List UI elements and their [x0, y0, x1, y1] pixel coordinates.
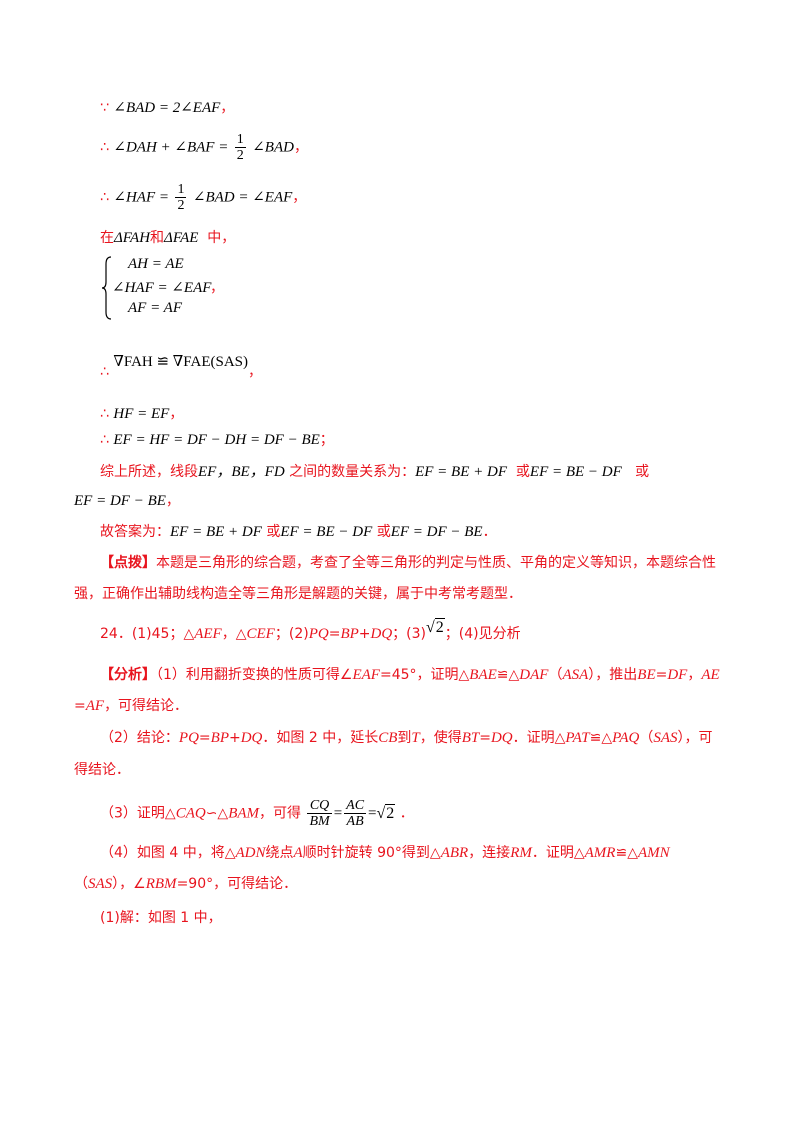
line-tip: 【点拨】本题是三角形的综合题，考查了全等三角形的判定与性质、平角的定义等知识，本…	[100, 555, 716, 571]
analysis-tag: 【分析】	[100, 667, 156, 683]
math-expr: ∠BAD = 2∠EAF	[113, 100, 221, 116]
math-expr: HF = EF	[113, 406, 170, 422]
line-solution-start: (1)解：如图 1 中，	[100, 910, 222, 926]
line-summary: 综上所述，线段EF，BE，FD 之间的数量关系为：EF = BE + DF 或E…	[100, 464, 650, 480]
line-analysis: 【分析】（1）利用翻折变换的性质可得∠EAF=45°，证明△BAE≌△DAF（A…	[100, 667, 720, 683]
line-hf-ef: ∴ HF = EF，	[100, 406, 184, 422]
line-in-triangles: 在ΔFAH和ΔFAE 中，	[100, 230, 236, 246]
math-expr: ∠HAF =	[113, 189, 169, 206]
line-part2-cont: 得结论．	[74, 762, 130, 778]
line-answer: 故答案为：EF = BE + DF 或EF = BE − DF 或EF = DF…	[100, 524, 497, 540]
line-part2: （2）结论：PQ=BP+DQ．如图 2 中，延长CB到T，使得BT=DQ．证明△…	[100, 730, 713, 746]
sqrt-two: √2	[376, 803, 396, 822]
therefore-symbol: ∴	[100, 189, 109, 206]
math-expr: EF = DF − BE	[74, 493, 166, 509]
math-expr: EF = HF = DF − DH = DF − BE	[113, 432, 320, 448]
math-expr: ∠BAD = ∠EAF	[192, 189, 293, 206]
line-ef-chain: ∴ EF = HF = DF − DH = DF − BE；	[100, 432, 334, 448]
tip-tag: 【点拨】	[100, 555, 156, 571]
line-part4: （4）如图 4 中，将△ADN绕点A顺时针旋转 90°得到△ABR，连接RM．证…	[100, 845, 670, 861]
math-expr: ∠BAD	[252, 139, 294, 156]
left-brace-icon	[102, 256, 112, 320]
line-because-bad: ∵ ∠BAD = 2∠EAF，	[100, 100, 235, 116]
line-part4-cont: （SAS），∠RBM=90°，可得结论．	[74, 876, 298, 892]
therefore-symbol: ∴	[100, 406, 109, 422]
therefore-symbol: ∴	[100, 364, 109, 380]
system-row-3: AF = AF	[128, 300, 183, 316]
sqrt-two: √2	[426, 618, 445, 636]
line-tip-cont: 强，正确作出辅助线构造全等三角形是解题的关键，属于中考常考题型．	[74, 586, 522, 602]
because-symbol: ∵	[100, 100, 109, 116]
system-row-1: AH = AE	[128, 256, 184, 272]
therefore-symbol: ∴	[100, 139, 109, 156]
line-summary-cont: EF = DF − BE，	[74, 493, 180, 509]
therefore-symbol: ∴	[100, 432, 109, 448]
line-q24-answer: 24．(1)45；△AEF，△CEF；(2)PQ=BP+DQ；(3)√2；(4)…	[100, 618, 521, 642]
system-row-2: ∠HAF = ∠EAF	[112, 280, 212, 296]
line-analysis-cont: =AF，可得结论．	[74, 698, 189, 714]
equation-system: AH = AE ∠HAF = ∠EAF AF = AF	[102, 256, 222, 320]
math-expr: ∠DAH + ∠BAF =	[113, 139, 229, 156]
line-congruent: ∴ ∇FAH ≌ ∇FAE(SAS)，	[100, 354, 263, 380]
math-expr: ∇FAH ≌ ∇FAE	[113, 354, 211, 370]
